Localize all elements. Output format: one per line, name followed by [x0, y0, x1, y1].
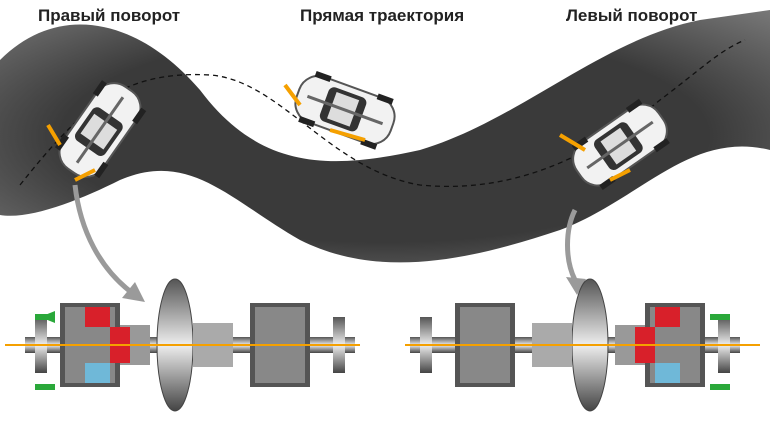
- pointer-arrow-left: [72, 184, 137, 298]
- differential-right-turn: [5, 278, 360, 412]
- road: [0, 10, 770, 263]
- pointer-arrow-right: [565, 208, 578, 282]
- label-straight: Прямая траектория: [300, 6, 465, 25]
- differential-left-turn: [405, 278, 760, 412]
- label-left-turn: Левый поворот: [566, 6, 698, 25]
- label-right-turn: Правый поворот: [38, 6, 181, 25]
- trajectory-line: [19, 39, 746, 187]
- orange-arrows: [46, 83, 631, 182]
- car-straight: [287, 66, 403, 154]
